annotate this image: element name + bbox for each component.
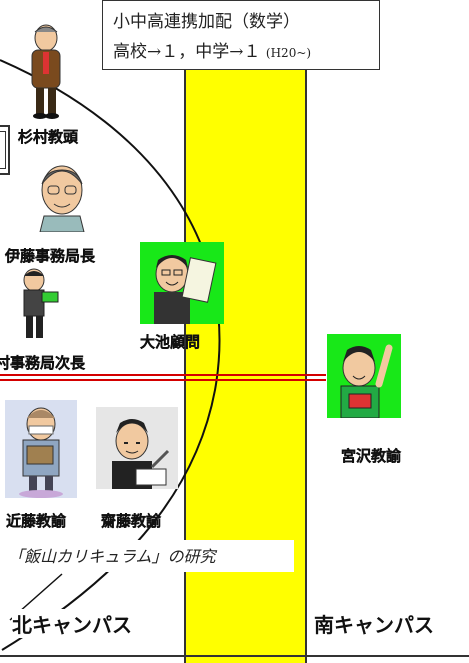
frame-bracket-icon <box>0 125 10 175</box>
jimu-jicho-portrait <box>23 268 59 338</box>
note-line-2: 高校→１，中学→１ (H20~) <box>113 37 379 68</box>
research-label: 「飯山カリキュラム」の研究 <box>0 540 294 572</box>
oike-portrait <box>154 255 217 324</box>
oike-name: 大池顧問 <box>140 333 201 351</box>
boundary-line-top <box>0 374 326 376</box>
note-line-1: 小中高連携加配（数学） <box>113 12 300 32</box>
sugimura-portrait <box>31 24 61 119</box>
kondo-name: 近藤教諭 <box>6 512 67 530</box>
boundary-line-bottom <box>0 379 326 381</box>
staffing-note-box: 小中高連携加配（数学） 高校→１，中学→１ (H20~) <box>102 0 380 70</box>
bottom-divider <box>0 655 469 657</box>
north-campus-label: 北キャンパス <box>12 609 132 638</box>
south-campus-label: 南キャンパス <box>314 609 434 638</box>
miyazawa-portrait <box>340 344 393 418</box>
kondo-portrait <box>19 407 63 498</box>
ito-portrait <box>39 165 85 232</box>
saito-portrait <box>112 419 170 489</box>
jimu-jicho-name: 村事務局次長 <box>0 354 86 372</box>
saito-name: 齋藤教諭 <box>101 512 162 530</box>
note-line-2-main: 高校→１，中学→１ <box>113 42 261 62</box>
sugimura-name: 杉村教頭 <box>18 128 79 146</box>
ito-name: 伊藤事務局長 <box>5 247 96 265</box>
frame-bracket-inner-icon <box>0 131 6 169</box>
miyazawa-name: 宮沢教諭 <box>341 447 402 465</box>
note-line-2-small: (H20~) <box>265 46 312 60</box>
